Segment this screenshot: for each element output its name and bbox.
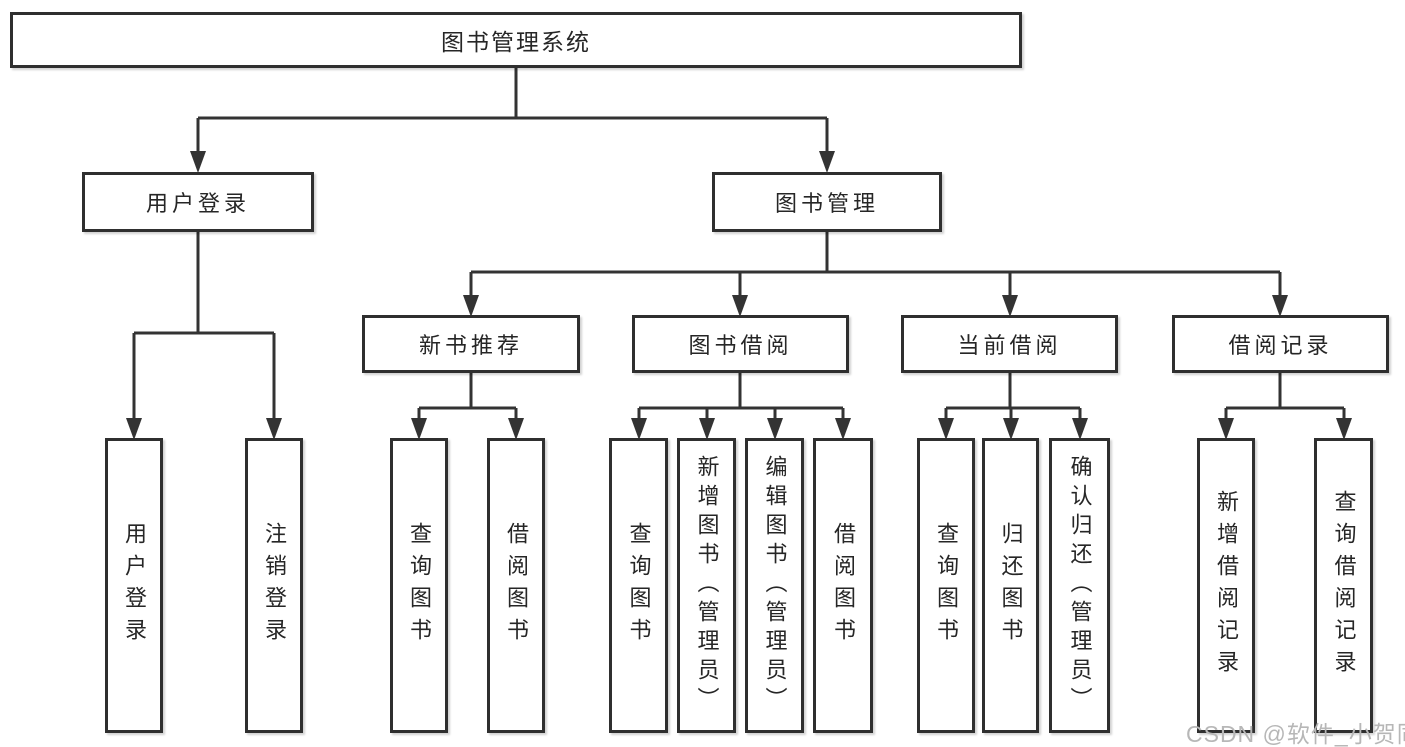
node-leaf-add-borrow-record: 新增借阅记录 xyxy=(1197,438,1255,733)
node-leaf-query-borrow-record: 查询借阅记录 xyxy=(1314,438,1373,733)
arrowhead xyxy=(631,418,647,440)
node-leaf-logout: 注销登录 xyxy=(245,438,303,733)
arrowhead xyxy=(819,151,835,173)
arrowhead xyxy=(938,418,954,440)
arrowhead xyxy=(1002,295,1018,317)
edges-book-management-group xyxy=(463,232,1288,317)
edges-new-book-group xyxy=(411,373,524,440)
node-book-borrow: 图书借阅 xyxy=(632,315,849,373)
node-leaf-confirm-return-admin: 确认归还（管理员） xyxy=(1049,438,1110,733)
node-leaf-borrow-books-2: 借阅图书 xyxy=(813,438,873,733)
node-leaf-user-login: 用户登录 xyxy=(105,438,163,733)
edges-root-to-level2 xyxy=(190,68,835,173)
node-new-book-recommend: 新书推荐 xyxy=(362,315,580,373)
node-leaf-query-books-1: 查询图书 xyxy=(390,438,448,733)
node-user-login: 用户登录 xyxy=(82,172,314,232)
node-book-management: 图书管理 xyxy=(712,172,942,232)
arrowhead xyxy=(190,151,206,173)
edges-user-login-group xyxy=(126,232,282,440)
node-leaf-add-books-admin: 新增图书（管理员） xyxy=(677,438,736,733)
node-current-borrow: 当前借阅 xyxy=(901,315,1118,373)
arrowhead xyxy=(732,295,748,317)
arrowhead xyxy=(1003,418,1019,440)
node-leaf-borrow-books-1: 借阅图书 xyxy=(487,438,545,733)
arrowhead xyxy=(411,418,427,440)
edges-book-borrow-group xyxy=(631,373,851,440)
arrowhead xyxy=(463,295,479,317)
arrowhead xyxy=(1272,295,1288,317)
arrowhead xyxy=(266,418,282,440)
node-leaf-query-books-2: 查询图书 xyxy=(609,438,668,733)
node-leaf-edit-books-admin: 编辑图书（管理员） xyxy=(745,438,804,733)
arrowhead xyxy=(767,418,783,440)
csdn-watermark: CSDN @软件_小贺同学 xyxy=(1186,721,1405,747)
arrowhead xyxy=(1336,418,1352,440)
node-borrow-record: 借阅记录 xyxy=(1172,315,1389,373)
arrowhead xyxy=(126,418,142,440)
arrowhead xyxy=(699,418,715,440)
node-leaf-query-books-3: 查询图书 xyxy=(917,438,975,733)
arrowhead xyxy=(835,418,851,440)
node-leaf-return-books: 归还图书 xyxy=(982,438,1039,733)
edges-borrow-record-group xyxy=(1218,373,1352,440)
arrowhead xyxy=(1218,418,1234,440)
arrowhead xyxy=(1072,418,1088,440)
arrowhead xyxy=(508,418,524,440)
node-library-management-system: 图书管理系统 xyxy=(10,12,1022,68)
edges-current-borrow-group xyxy=(938,373,1088,440)
